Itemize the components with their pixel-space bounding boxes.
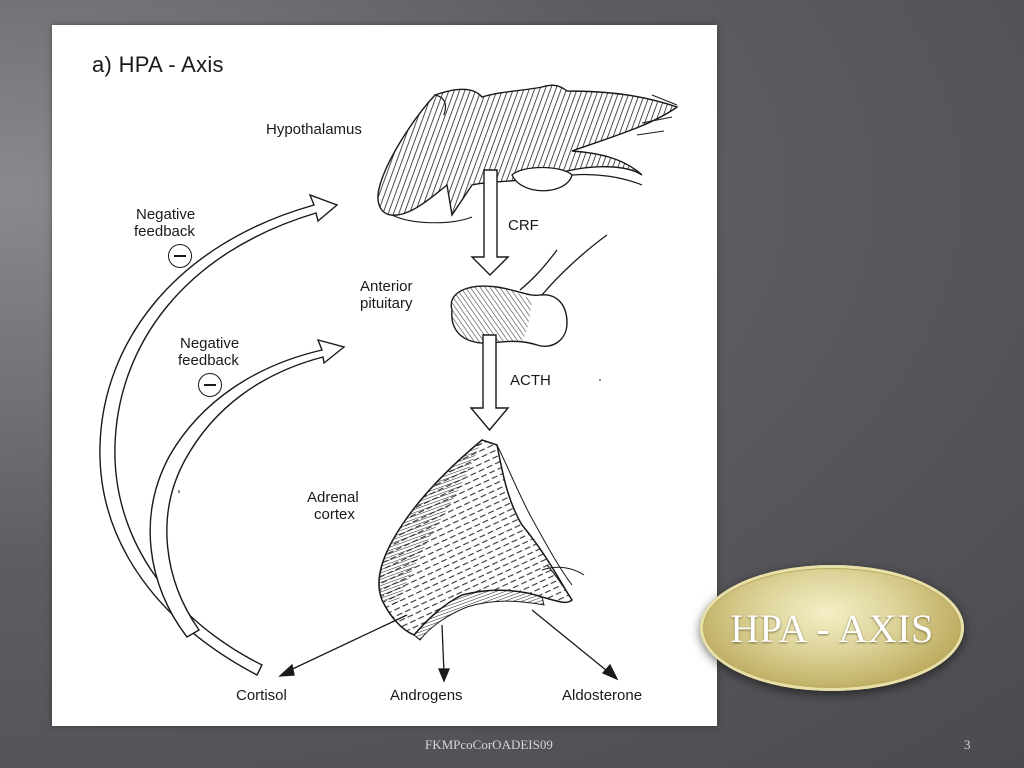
outer-feedback-label-line2: feedback	[134, 223, 195, 240]
hpa-axis-drawing	[99, 84, 679, 683]
adrenal-cortex-label-line2: cortex	[314, 506, 355, 523]
inner-negative-sign-icon	[198, 373, 222, 397]
cortisol-label: Cortisol	[236, 687, 287, 704]
androgens-label: Androgens	[390, 687, 463, 704]
figure-title: a) HPA - Axis	[92, 52, 224, 77]
hypothalamus-illustration	[377, 84, 679, 224]
inner-feedback-label-line2: feedback	[178, 352, 239, 369]
aldosterone-label: Aldosterone	[562, 687, 643, 704]
hypothalamus-label: Hypothalamus	[266, 121, 362, 138]
acth-arrow	[469, 334, 510, 432]
crf-label: CRF	[508, 217, 539, 234]
crf-arrow	[470, 169, 510, 276]
outer-feedback-arrow	[99, 193, 339, 676]
inner-feedback-label-line1: Negative	[180, 335, 240, 352]
outer-negative-sign-icon	[168, 244, 192, 268]
anterior-pituitary-label-line2: pituitary	[360, 295, 413, 312]
slide-title-badge: HPA - AXIS	[700, 565, 964, 691]
hpa-axis-figure: a) HPA - Axis Hypothalamus CRF Anterior …	[52, 25, 717, 726]
inner-feedback-arrow	[149, 338, 346, 638]
adrenal-cortex-label-line1: Adrenal	[307, 489, 359, 506]
anterior-pituitary-illustration	[450, 234, 608, 347]
footer-text: FKMPcoCorOADEIS09	[425, 737, 553, 752]
slide-title: HPA - AXIS	[730, 605, 934, 651]
page-number: 3	[964, 737, 971, 752]
acth-label: ACTH	[510, 372, 551, 389]
product-arrows	[278, 609, 619, 683]
outer-feedback-label-line1: Negative	[136, 206, 196, 223]
adrenal-cortex-illustration	[378, 439, 585, 641]
anterior-pituitary-label-line1: Anterior	[360, 278, 413, 295]
